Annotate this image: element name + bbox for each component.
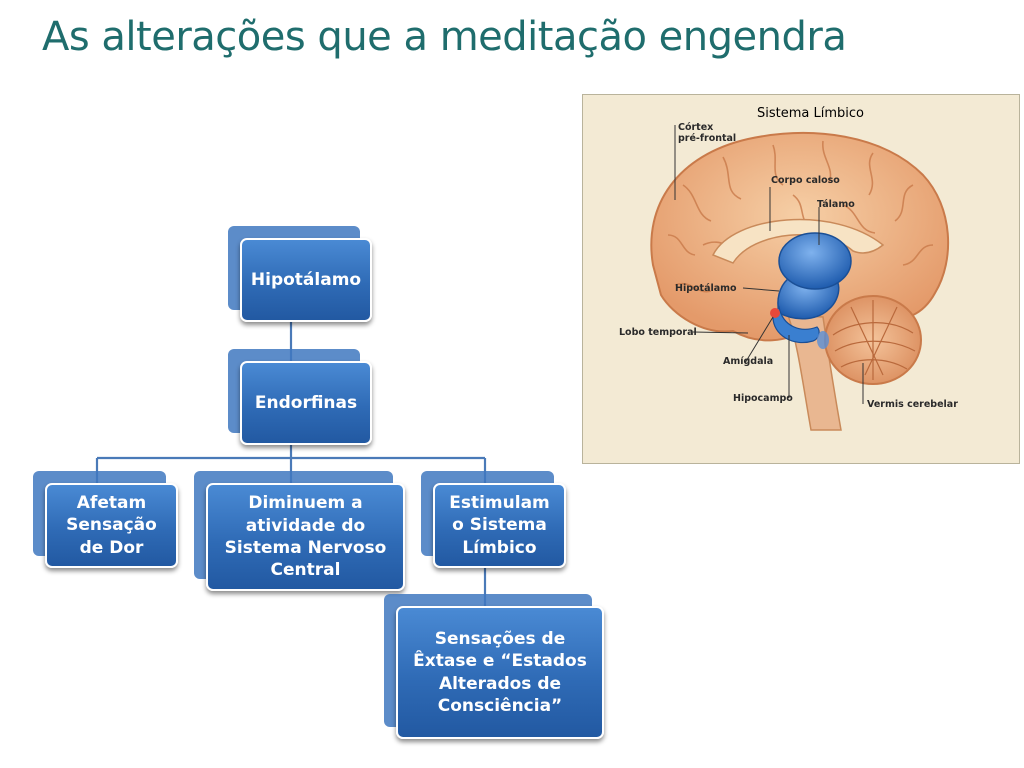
node-endorfinas-label: Endorfinas <box>240 361 372 445</box>
node-diminuem-snc: Diminuem a atividade do Sistema Nervoso … <box>194 471 405 591</box>
node-afetam-dor: Afetam Sensação de Dor <box>33 471 178 568</box>
label-corpo-caloso: Corpo caloso <box>771 175 840 186</box>
label-amigdala: Amígdala <box>723 356 774 367</box>
label-vermis: Vermis cerebelar <box>867 399 958 410</box>
brain-diagram: Sistema Límbico Córtex pré-frontal Corpo… <box>582 94 1020 464</box>
node-endorfinas: Endorfinas <box>228 349 372 445</box>
brain-illustration <box>650 125 950 431</box>
talamo-shape <box>778 232 852 290</box>
node-hipotalamo-label: Hipotálamo <box>240 238 372 322</box>
brain-diagram-title: Sistema Límbico <box>757 106 864 121</box>
node-hipotalamo: Hipotálamo <box>228 226 372 322</box>
label-cortex: Córtex pré-frontal <box>678 122 737 145</box>
label-hipocampo: Hipocampo <box>733 393 793 404</box>
node-sensacoes-extase: Sensações de Êxtase e “Estados Alterados… <box>384 594 604 739</box>
node-afetam-dor-label: Afetam Sensação de Dor <box>45 483 178 568</box>
node-estimulam-limbico: Estimulam o Sistema Límbico <box>421 471 566 568</box>
node-diminuem-snc-label: Diminuem a atividade do Sistema Nervoso … <box>206 483 405 591</box>
node-sensacoes-extase-label: Sensações de Êxtase e “Estados Alterados… <box>396 606 604 739</box>
label-talamo: Tálamo <box>817 199 855 210</box>
amigdala-shape <box>770 308 780 318</box>
label-hipotalamo: Hipotálamo <box>675 283 737 294</box>
label-lobo-temporal: Lobo temporal <box>619 327 697 338</box>
node-estimulam-limbico-label: Estimulam o Sistema Límbico <box>433 483 566 568</box>
corpo-caloso-shape <box>711 218 885 264</box>
slide-title: As alterações que a meditação engendra <box>42 14 847 60</box>
